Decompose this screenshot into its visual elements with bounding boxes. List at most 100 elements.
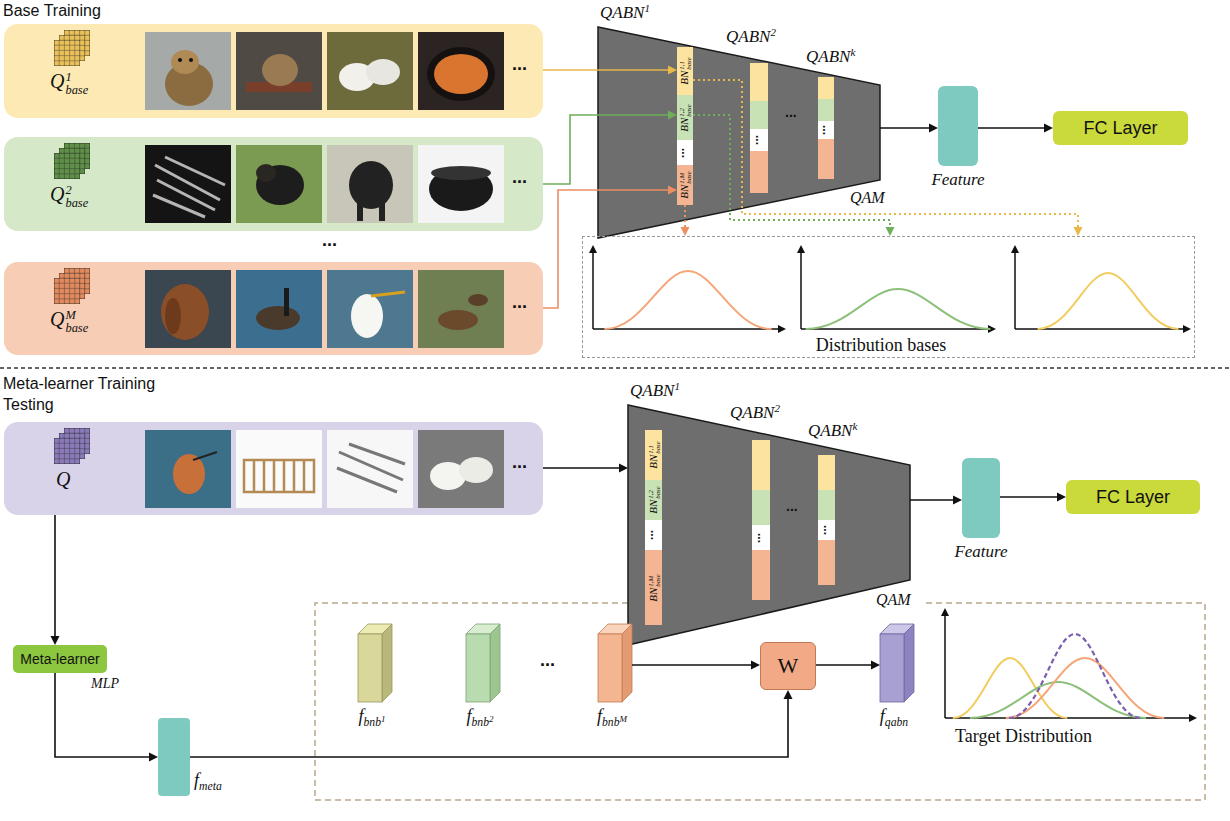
free-label: ... xyxy=(678,147,692,157)
query-symbol: Q xyxy=(50,70,64,92)
subscript: bnb xyxy=(363,716,381,729)
ellipsis: ... xyxy=(755,532,769,542)
free-label: ... xyxy=(819,125,833,135)
connector-line xyxy=(543,115,668,184)
node-text: FC Layer xyxy=(1083,118,1157,139)
free-label: ... xyxy=(786,498,798,514)
bn-column-part xyxy=(818,121,834,139)
photo-part xyxy=(327,145,413,223)
photo-part xyxy=(337,444,405,492)
layer-name: QABN xyxy=(600,3,644,22)
module-type: MLP xyxy=(91,676,119,691)
connector-line xyxy=(543,190,668,308)
label-slot: ... xyxy=(752,525,770,550)
grid-icon-part xyxy=(54,153,80,179)
connector xyxy=(693,80,1083,236)
subscript: base xyxy=(654,441,661,454)
superscript: M xyxy=(620,714,628,724)
photo-part xyxy=(418,430,504,508)
feature-slab xyxy=(880,624,914,702)
photo-part xyxy=(357,203,363,221)
query-symbol: Q xyxy=(50,183,64,205)
superscript: 2 xyxy=(489,714,494,724)
feature-slab-part xyxy=(466,634,490,702)
node-text: fbnbM xyxy=(597,706,627,729)
bn-name: BN xyxy=(646,587,658,601)
bn-strip: BN1,2base xyxy=(645,480,662,520)
free-label: QABNk xyxy=(808,420,857,441)
arrow-head xyxy=(681,227,690,236)
photo-part xyxy=(256,306,300,330)
connector-line xyxy=(543,467,619,469)
ellipsis: ... xyxy=(820,525,834,535)
photo-part xyxy=(327,32,413,110)
photo-part xyxy=(262,54,298,86)
connector xyxy=(543,464,628,473)
node-text: BN1,2base xyxy=(646,486,661,514)
photo xyxy=(418,145,504,223)
node-text: Q xyxy=(56,468,70,491)
photo-part xyxy=(171,50,199,74)
label-slot: ... xyxy=(818,121,834,139)
connector-line xyxy=(693,80,1078,227)
bn-column xyxy=(818,77,834,179)
free-label: ... xyxy=(754,532,768,542)
node-text: QAM xyxy=(876,591,911,609)
photo-part xyxy=(236,430,322,508)
photo-part xyxy=(236,270,322,348)
query-symbol: Q xyxy=(50,308,64,330)
photo xyxy=(145,145,231,223)
index-stack: 1,Mbase xyxy=(678,171,692,184)
label-slot: ... xyxy=(677,140,693,165)
free-label: QABN1 xyxy=(630,380,680,401)
index-stack: 1,2base xyxy=(646,486,660,499)
photo-part xyxy=(379,203,385,221)
index-stack: 1,Mbase xyxy=(646,574,660,587)
subscript: base xyxy=(685,57,692,70)
free-label: QABN1 xyxy=(600,2,650,23)
feature-slab xyxy=(598,624,632,702)
feature-symbol: f xyxy=(358,706,363,726)
photo xyxy=(145,32,231,110)
node-text: fqabn xyxy=(880,706,908,729)
connector-line xyxy=(1000,496,1057,498)
photo xyxy=(236,430,322,508)
free-label: QABN2 xyxy=(730,402,780,423)
node-text: Feature xyxy=(931,170,984,190)
index-stack: 1,2base xyxy=(678,104,692,117)
feature-slab: fbnb2 xyxy=(466,624,500,702)
ellipsis: ... xyxy=(679,147,693,157)
plot-axes-part xyxy=(801,251,990,329)
feature-slab-part xyxy=(358,634,382,702)
node-text: BN1,1base xyxy=(646,441,661,469)
axis-arrows-part xyxy=(797,245,805,253)
layer-name: FC Layer xyxy=(1083,118,1157,138)
photo-part xyxy=(145,145,231,223)
module-name: QAM xyxy=(850,189,885,206)
subscript: meta xyxy=(199,780,222,793)
grid-icon xyxy=(54,30,90,66)
meta-learner-box: Meta-learnerMLP xyxy=(13,645,107,673)
photo-part xyxy=(429,167,493,211)
photo-part xyxy=(349,161,393,209)
arrow-head xyxy=(668,66,677,75)
subscript: qabn xyxy=(885,716,908,729)
bn-column-part xyxy=(752,525,770,550)
qam-shape-part xyxy=(628,405,910,645)
detail-frame xyxy=(315,603,1205,800)
band-illustration xyxy=(4,137,543,231)
meta-feature-box: fmeta xyxy=(158,718,190,796)
photo-part xyxy=(351,294,383,338)
bn-column-part xyxy=(752,490,770,525)
superscript: 2 xyxy=(65,184,88,197)
photo xyxy=(327,145,413,223)
node-text: FC Layer xyxy=(1096,487,1170,508)
ellipsis: ... xyxy=(785,104,797,120)
bn-column-part xyxy=(750,129,768,151)
node-text: BN1,2base xyxy=(678,104,693,132)
label-slot: ... xyxy=(750,129,768,151)
photo-part xyxy=(438,310,478,330)
node-text: fbnb2 xyxy=(466,706,493,729)
photo-part xyxy=(459,457,493,483)
connector-line xyxy=(543,69,668,71)
